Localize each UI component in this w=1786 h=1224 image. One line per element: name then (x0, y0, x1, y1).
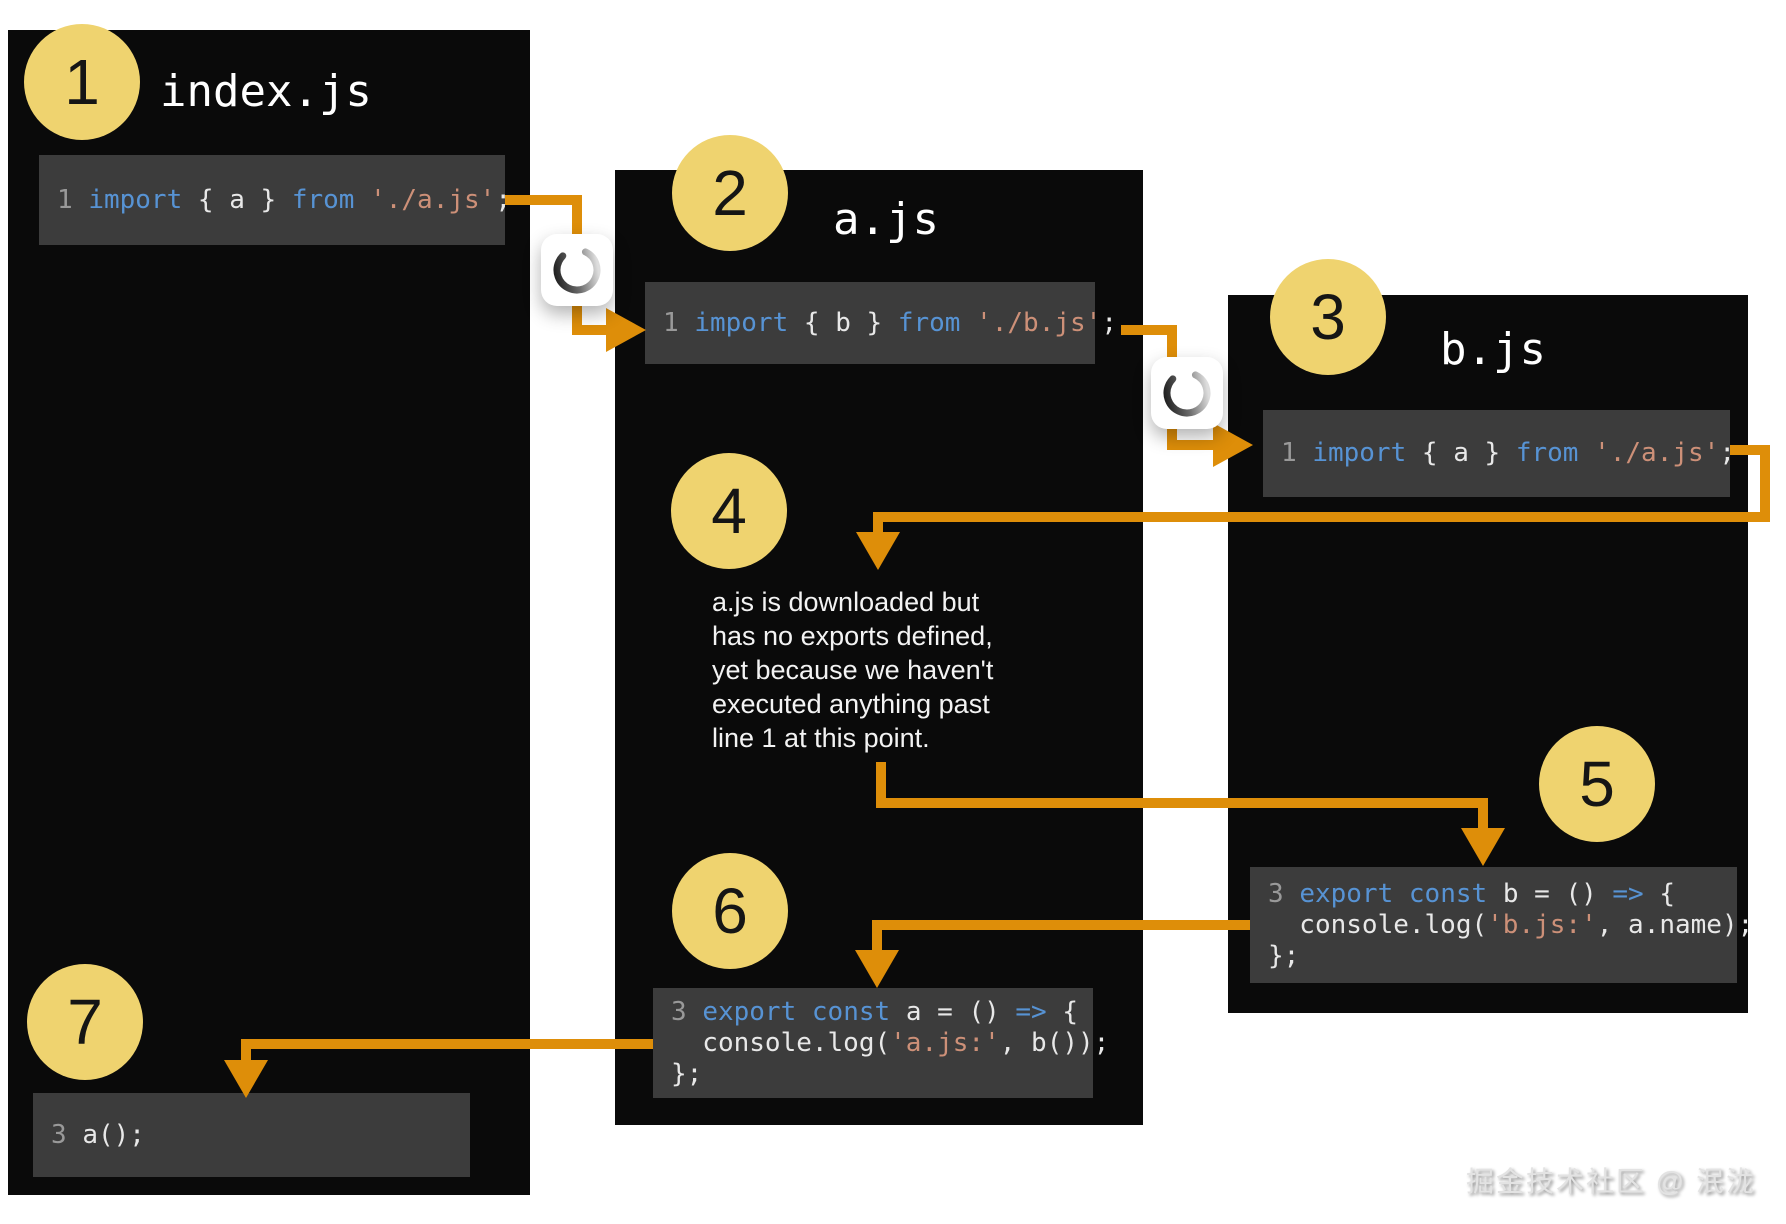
spinner-arc-icon (1163, 369, 1211, 417)
code-a-import-text: 1 import { b } from './b.js'; (663, 307, 1117, 338)
code-block-a-import: 1 import { b } from './b.js'; (645, 282, 1117, 364)
file-title-b-js: b.js (1440, 324, 1546, 375)
arrow-a-to-b-segment (1121, 325, 1177, 335)
step-badge-1: 1 (24, 24, 140, 140)
arrow-b-to-note-segment (873, 512, 1770, 522)
arrow-b-export-to-a-export-segment (872, 920, 882, 956)
arrow-a-export-to-index-call-segment (241, 1039, 251, 1065)
loading-spinner-icon (541, 234, 613, 306)
step-badge-5-number: 5 (1579, 748, 1615, 820)
panel-a-js: 2 a.js 1 import { b } from './b.js'; 4 a… (615, 135, 1143, 1125)
arrow-a-export-to-index-call-arrowhead-icon (224, 1060, 268, 1098)
arrow-note-to-b-export-segment (876, 798, 1488, 808)
arrow-b-to-note-segment (1760, 445, 1770, 522)
step-badge-2-number: 2 (712, 157, 748, 229)
step-badge-6-number: 6 (712, 875, 748, 947)
step-badge-4: 4 (671, 453, 787, 569)
arrow-note-to-b-export-arrowhead-icon (1461, 828, 1505, 866)
note-a-js-downloaded: a.js is downloaded but has no exports de… (712, 587, 994, 753)
arrow-b-to-note-segment (873, 512, 883, 536)
arrow-index-to-a-arrowhead-icon (606, 308, 646, 352)
code-block-b-import: 1 import { a } from './a.js'; (1263, 410, 1735, 497)
watermark: 掘金技术社区 @ 泯泷 (1466, 1166, 1756, 1197)
arrow-a-export-to-index-call-segment (251, 1039, 653, 1049)
arrow-a-to-b-arrowhead-icon (1213, 423, 1253, 467)
step-badge-2: 2 (672, 135, 788, 251)
file-title-a-js: a.js (833, 194, 939, 245)
step-badge-5: 5 (1539, 726, 1655, 842)
arrow-note-to-b-export-segment (876, 762, 886, 808)
arrow-a-to-b-segment (1167, 440, 1215, 450)
panel-b-js: 3 b.js 1 import { a } from './a.js'; 5 3… (1228, 259, 1753, 1013)
arrow-b-export-to-a-export-arrowhead-icon (855, 950, 899, 988)
arrow-b-to-note-arrowhead-icon (856, 532, 900, 570)
step-badge-4-number: 4 (711, 475, 747, 547)
code-block-b-export: 3 export const b = () => { console.log('… (1250, 867, 1753, 983)
spinner-arc-icon (553, 246, 601, 294)
code-block-a-export: 3 export const a = () => { console.log('… (653, 988, 1109, 1098)
arrow-note-to-b-export-segment (1478, 798, 1488, 832)
code-index-call-text: 3 a(); (51, 1119, 145, 1150)
panel-index-js: 1 index.js 1 import { a } from './a.js';… (8, 24, 530, 1195)
code-a-export-text: 3 export const a = () => { console.log('… (671, 996, 1110, 1089)
step-badge-1-number: 1 (64, 46, 100, 118)
step-badge-7: 7 (27, 964, 143, 1080)
code-b-export-text: 3 export const b = () => { console.log('… (1268, 878, 1754, 971)
code-block-index-import: 1 import { a } from './a.js'; (39, 155, 511, 245)
arrow-index-to-a-segment (505, 195, 582, 205)
arrow-b-export-to-a-export-segment (877, 920, 1250, 930)
file-title-index-js: index.js (160, 66, 372, 117)
code-b-import-text: 1 import { a } from './a.js'; (1281, 438, 1735, 468)
arrow-b-to-note-segment (1730, 445, 1770, 455)
code-index-import-text: 1 import { a } from './a.js'; (57, 184, 511, 215)
code-block-index-call: 3 a(); (33, 1093, 470, 1177)
step-badge-6: 6 (672, 853, 788, 969)
step-badge-3: 3 (1270, 259, 1386, 375)
arrow-index-to-a-segment (572, 325, 608, 335)
step-badge-7-number: 7 (67, 986, 103, 1058)
step-badge-3-number: 3 (1310, 281, 1346, 353)
loading-spinner-icon (1151, 357, 1223, 429)
